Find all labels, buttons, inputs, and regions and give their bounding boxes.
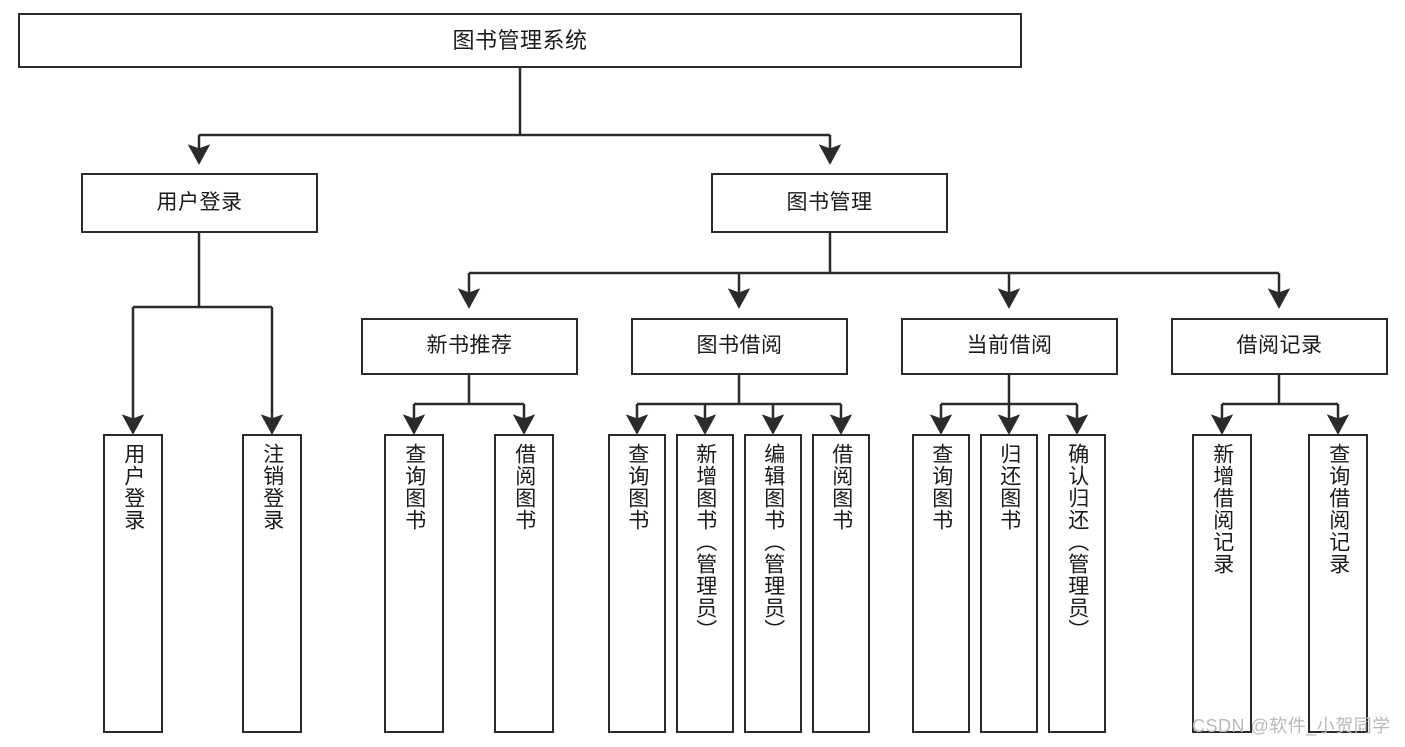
node-label: 查询图书: [929, 443, 953, 531]
leaf-borrow-borrow-book[interactable]: 借阅图书: [812, 434, 870, 733]
node-label: 注销登录: [260, 443, 284, 531]
leaf-record-add-record[interactable]: 新增借阅记录: [1192, 434, 1252, 733]
leaf-current-confirm-return-admin[interactable]: 确认归还（管理员）: [1048, 434, 1106, 733]
node-label: 新增图书（管理员）: [693, 443, 717, 641]
node-label: 查询借阅记录: [1326, 443, 1350, 575]
node-label: 图书管理: [786, 190, 873, 214]
node-label: 用户登录: [156, 190, 243, 214]
node-borrow-record[interactable]: 借阅记录: [1171, 318, 1388, 375]
node-user-login[interactable]: 用户登录: [81, 173, 318, 233]
node-book-borrow[interactable]: 图书借阅: [631, 318, 848, 375]
leaf-current-query-book[interactable]: 查询图书: [912, 434, 970, 733]
leaf-recommend-query-book[interactable]: 查询图书: [384, 434, 444, 733]
node-label: 编辑图书（管理员）: [761, 443, 785, 641]
node-label: 当前借阅: [966, 334, 1053, 358]
leaf-borrow-edit-book-admin[interactable]: 编辑图书（管理员）: [744, 434, 802, 733]
node-label: 归还图书: [997, 443, 1021, 531]
leaf-current-return-book[interactable]: 归还图书: [980, 434, 1038, 733]
node-label: 借阅记录: [1236, 334, 1323, 358]
node-label: 新增借阅记录: [1210, 443, 1234, 575]
leaf-borrow-add-book-admin[interactable]: 新增图书（管理员）: [676, 434, 734, 733]
leaf-record-query-record[interactable]: 查询借阅记录: [1308, 434, 1368, 733]
leaf-user-login[interactable]: 用户登录: [103, 434, 163, 733]
node-label: 用户登录: [121, 443, 145, 531]
node-label: 查询图书: [625, 443, 649, 531]
node-label: 借阅图书: [512, 443, 536, 531]
node-current-borrow[interactable]: 当前借阅: [901, 318, 1118, 375]
node-label: 借阅图书: [829, 443, 853, 531]
leaf-recommend-borrow-book[interactable]: 借阅图书: [494, 434, 554, 733]
node-book-management[interactable]: 图书管理: [711, 173, 948, 233]
node-label: 图书管理系统: [452, 27, 588, 53]
node-label: 新书推荐: [426, 334, 513, 358]
node-new-book-recommend[interactable]: 新书推荐: [361, 318, 578, 375]
leaf-user-logout[interactable]: 注销登录: [242, 434, 302, 733]
node-label: 图书借阅: [696, 334, 783, 358]
watermark: CSDN @软件_小贺同学: [1192, 716, 1391, 736]
node-label: 查询图书: [402, 443, 426, 531]
node-root-system[interactable]: 图书管理系统: [18, 13, 1022, 68]
node-label: 确认归还（管理员）: [1065, 443, 1089, 641]
leaf-borrow-query-book[interactable]: 查询图书: [608, 434, 666, 733]
